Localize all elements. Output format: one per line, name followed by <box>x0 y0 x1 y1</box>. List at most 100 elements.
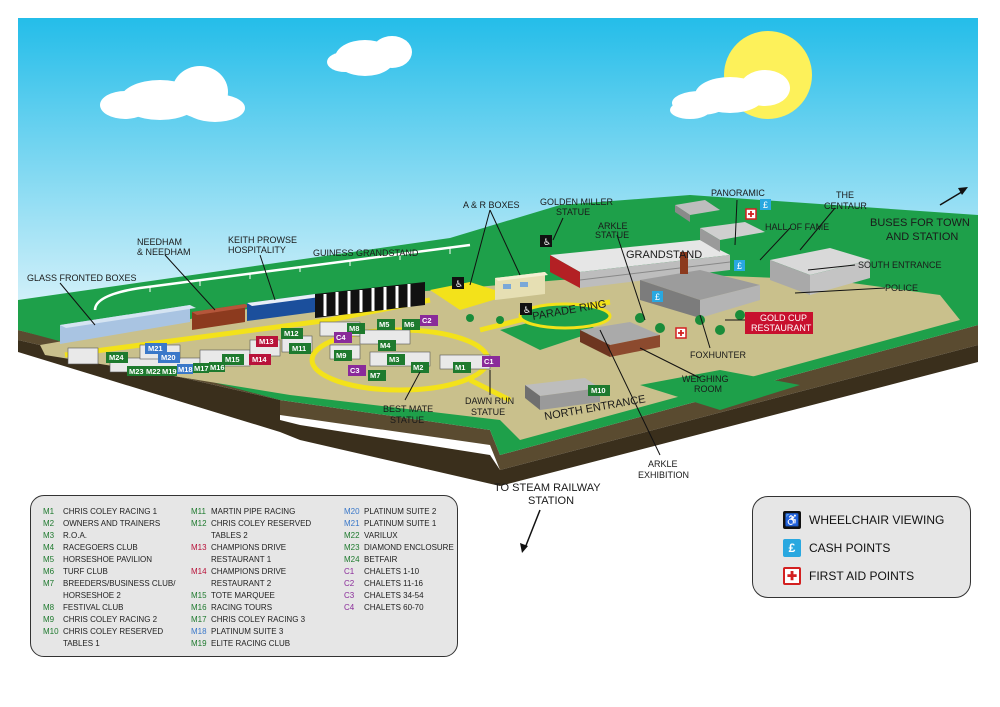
label-arkle-statue-1: ARKLE <box>598 221 628 231</box>
label-arkle-exhibition-1: ARKLE <box>648 459 678 469</box>
tag-m14: M14 <box>252 355 267 364</box>
legend-code: C4 <box>344 603 355 612</box>
key-first-aid-label: FIRST AID POINTS <box>809 569 915 583</box>
legend-name: PLATINUM SUITE 2 <box>364 507 437 516</box>
leader-lines <box>59 199 886 456</box>
label-steam-railway-1: TO STEAM RAILWAY <box>494 482 601 494</box>
legend-name: VARILUX <box>364 531 398 540</box>
label-weighing-room-2: ROOM <box>694 384 722 394</box>
map-cash-icons: £ £ £ <box>652 199 771 302</box>
cross-icon: ✚ <box>783 567 801 585</box>
central-buildings <box>640 252 760 318</box>
tag-m7: M7 <box>370 371 380 380</box>
label-foxhunter: FOXHUNTER <box>690 350 747 360</box>
label-buses-2: AND STATION <box>886 231 958 243</box>
legend-code: M8 <box>43 603 55 612</box>
label-weighing-room-1: WEIGHING <box>682 374 729 384</box>
label-police: POLICE <box>885 283 918 293</box>
label-steam-railway-2: STATION <box>528 495 574 507</box>
gold-cup-label-2: RESTAURANT <box>751 323 812 333</box>
legend-item: M16 RACING TOURS <box>191 602 311 614</box>
legend-name: BETFAIR <box>364 555 398 564</box>
label-needham-2: & NEEDHAM <box>137 247 191 257</box>
map-wheelchair-icons: ♿ ♿ ♿ <box>452 235 552 316</box>
legend-item: TABLES 2 <box>191 530 311 542</box>
gold-cup-restaurant-box <box>745 312 813 334</box>
key-cash-row: £ CASH POINTS <box>783 538 890 558</box>
yellow-plaza <box>430 282 510 310</box>
legend-code: M17 <box>191 615 207 624</box>
svg-text:♿: ♿ <box>523 306 531 316</box>
tag-c3: C3 <box>350 366 360 375</box>
label-arkle-exhibition-2: EXHIBITION <box>638 470 689 480</box>
tag-m3: M3 <box>389 355 399 364</box>
tag-m17: M17 <box>194 364 209 373</box>
legend-code: M13 <box>191 543 207 552</box>
label-centaur-2: CENTAUR <box>824 201 867 211</box>
legend-name: TOTE MARQUEE <box>211 591 275 600</box>
legend-name: CHRIS COLEY RACING 3 <box>211 615 306 624</box>
legend-item: M17 CHRIS COLEY RACING 3 <box>191 614 311 626</box>
legend-name: CHRIS COLEY RESERVED <box>63 627 164 636</box>
legend-code: M6 <box>43 567 55 576</box>
grandstand-building <box>550 240 731 288</box>
legend-code: M15 <box>191 591 207 600</box>
legend-code: M1 <box>43 507 55 516</box>
legend-item: C4 CHALETS 60-70 <box>344 602 454 614</box>
label-hall-of-fame: HALL OF FAME <box>765 222 829 232</box>
tag-m8: M8 <box>349 324 359 333</box>
legend-name: CHALETS 11-16 <box>364 579 423 588</box>
legend-code: M4 <box>43 543 55 552</box>
label-dawn-run-1: DAWN RUN <box>465 396 514 406</box>
tag-m15: M15 <box>225 355 240 364</box>
legend-name: CHAMPIONS DRIVE <box>211 567 287 576</box>
north-entrance-building <box>525 378 600 410</box>
parade-ring <box>518 302 612 330</box>
key-wheelchair-label: WHEELCHAIR VIEWING <box>809 513 945 527</box>
label-glass-fronted-boxes: GLASS FRONTED BOXES <box>27 273 137 283</box>
tag-m11: M11 <box>292 344 306 353</box>
small-buildings-north <box>675 200 720 222</box>
guiness-grandstand <box>315 282 425 318</box>
svg-text:£: £ <box>655 292 660 302</box>
legend-code: M9 <box>43 615 55 624</box>
legend-name: CHALETS 60-70 <box>364 603 424 612</box>
label-keith-2: HOSPITALITY <box>228 245 286 255</box>
label-ar-boxes: A & R BOXES <box>463 200 520 210</box>
legend-name: TABLES 1 <box>63 639 100 648</box>
panoramic-building <box>700 222 765 252</box>
legend-item: M15 TOTE MARQUEE <box>191 590 311 602</box>
legend-code: C3 <box>344 591 355 600</box>
tag-c1: C1 <box>484 357 494 366</box>
tag-m1: M1 <box>455 363 465 372</box>
tag-m18: M18 <box>178 365 193 374</box>
legend-item: RESTAURANT 1 <box>191 554 311 566</box>
tag-m10: M10 <box>591 386 606 395</box>
tag-m9: M9 <box>336 351 346 360</box>
label-guiness-grandstand: GUINESS GRANDSTAND <box>313 248 419 258</box>
label-centaur-1: THE <box>836 190 854 200</box>
keith-prowse-building <box>247 294 320 321</box>
legend-name: HORSESHOE 2 <box>63 591 121 600</box>
needham-building <box>192 304 250 330</box>
facility-key: ♿ WHEELCHAIR VIEWING £ CASH POINTS ✚ FIR… <box>752 496 971 598</box>
key-cash-label: CASH POINTS <box>809 541 891 555</box>
tag-m12: M12 <box>284 329 299 338</box>
legend-code: M24 <box>344 555 360 564</box>
legend-name: RACING TOURS <box>211 603 273 612</box>
legend-code: M16 <box>191 603 207 612</box>
